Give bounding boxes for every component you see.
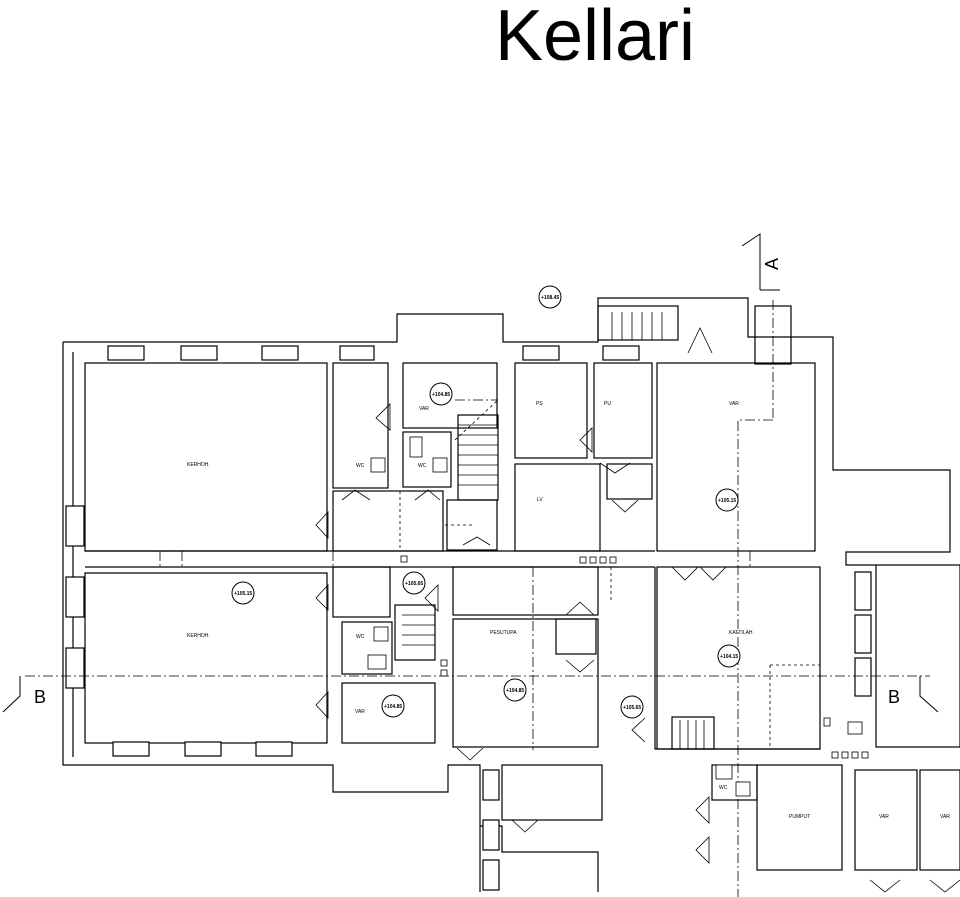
level-marker bbox=[503, 678, 527, 702]
room-wc-4 bbox=[341, 621, 393, 675]
section-label-b-right: B bbox=[888, 687, 900, 707]
room-var-1 bbox=[402, 362, 498, 429]
window bbox=[255, 741, 293, 757]
window bbox=[184, 741, 222, 757]
room-hall bbox=[452, 566, 599, 616]
room-label-pumput: PUMPUT bbox=[789, 814, 810, 820]
room-label-kerhohuone-2: KERHOH. bbox=[187, 633, 210, 639]
window bbox=[180, 345, 218, 361]
room-stair-2 bbox=[394, 604, 436, 661]
room-label-var-4: VAR bbox=[879, 814, 889, 820]
room-lv bbox=[514, 463, 601, 552]
level-marker bbox=[402, 571, 426, 595]
level-label: +108.45 bbox=[541, 295, 559, 301]
room-small-2 bbox=[606, 463, 653, 500]
room-label-wc-1: WC bbox=[356, 463, 365, 469]
level-marker bbox=[231, 581, 255, 605]
level-marker bbox=[429, 382, 453, 406]
window bbox=[482, 769, 500, 801]
level-marker bbox=[538, 285, 562, 309]
room-pesutupa bbox=[452, 618, 599, 748]
window bbox=[854, 614, 872, 654]
window bbox=[112, 741, 150, 757]
level-label: +104.85 bbox=[432, 392, 450, 398]
section-label-a: A bbox=[762, 258, 782, 270]
level-marker bbox=[717, 644, 741, 668]
window bbox=[107, 345, 145, 361]
level-label: +104.85 bbox=[384, 704, 402, 710]
room-label-var-2: VAR bbox=[729, 401, 739, 407]
level-marker bbox=[715, 488, 739, 512]
room-box-1 bbox=[555, 618, 597, 655]
room-wc-3 bbox=[332, 566, 391, 618]
window bbox=[522, 345, 560, 361]
room-label-ps: PS bbox=[536, 401, 543, 407]
outer-wall bbox=[63, 297, 951, 566]
room-wc-2 bbox=[402, 431, 452, 488]
window bbox=[261, 345, 299, 361]
window bbox=[482, 859, 500, 891]
level-label: +105.65 bbox=[623, 705, 641, 711]
window bbox=[854, 571, 872, 611]
outer-wall-left bbox=[62, 342, 481, 892]
window bbox=[482, 819, 500, 851]
room-var-2 bbox=[656, 362, 816, 552]
room-var-4 bbox=[854, 769, 918, 871]
room-label-var-5: VAR bbox=[940, 814, 950, 820]
level-marker bbox=[381, 694, 405, 718]
stair-top bbox=[597, 305, 679, 341]
room-label-kattilahuone: KATTILAH. bbox=[729, 630, 754, 636]
room-corridor-1 bbox=[332, 490, 444, 552]
room-lower-mid bbox=[501, 764, 603, 821]
room-label-wc-4: WC bbox=[719, 785, 728, 791]
room-label-pesutupa: PESUTUPA bbox=[490, 630, 517, 636]
room-label-wc-2: WC bbox=[418, 463, 427, 469]
level-label: +105.65 bbox=[405, 581, 423, 587]
room-label-var-3: VAR bbox=[355, 709, 365, 715]
room-var-3 bbox=[341, 682, 436, 744]
room-label-var-1: VAR bbox=[419, 406, 429, 412]
room-pu bbox=[593, 362, 653, 459]
room-pumput bbox=[756, 764, 843, 871]
level-label: +104.85 bbox=[506, 688, 524, 694]
room-label-wc-3: WC bbox=[356, 634, 365, 640]
page-title: Kellari bbox=[494, 0, 696, 76]
level-label: +105.15 bbox=[718, 498, 736, 504]
window bbox=[602, 345, 640, 361]
window bbox=[65, 576, 85, 618]
window bbox=[339, 345, 375, 361]
room-var-5 bbox=[919, 769, 960, 871]
level-label: +104.15 bbox=[720, 654, 738, 660]
level-marker bbox=[620, 695, 644, 719]
room-right-1 bbox=[875, 564, 960, 748]
room-kerhohuone-1 bbox=[84, 362, 328, 552]
room-label-pu: PU bbox=[604, 401, 611, 407]
room-wc-1 bbox=[332, 362, 389, 489]
window bbox=[65, 505, 85, 547]
level-label: +105.15 bbox=[234, 591, 252, 597]
room-label-kerhohuone-1: KERHOH. bbox=[187, 462, 210, 468]
room-kerhohuone-2 bbox=[84, 572, 328, 744]
room-label-lv: LV bbox=[537, 497, 543, 503]
room-ps bbox=[514, 362, 588, 459]
window bbox=[65, 647, 85, 689]
section-label-b-left: B bbox=[34, 687, 46, 707]
room-stair-3 bbox=[671, 716, 715, 750]
window bbox=[854, 657, 872, 697]
